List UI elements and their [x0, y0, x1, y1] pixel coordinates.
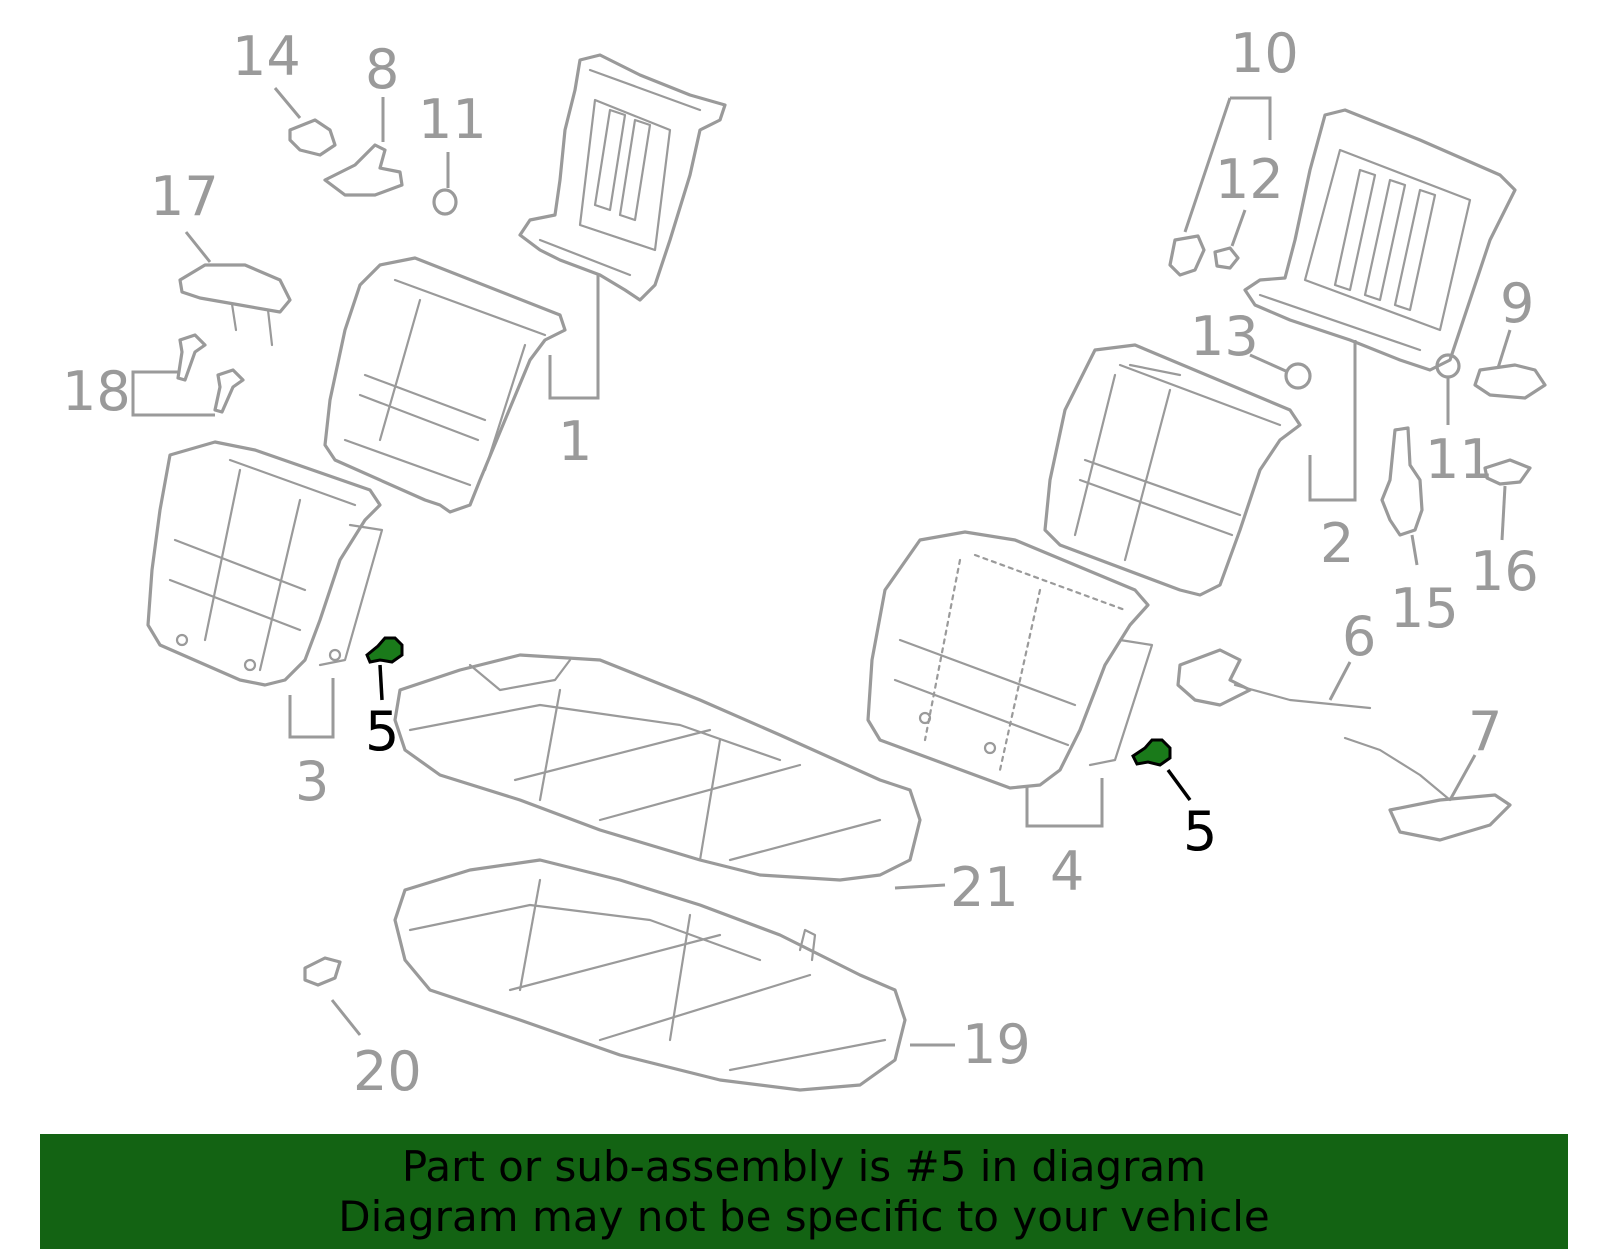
part-15-striker — [1380, 426, 1424, 537]
left-seatback-frame — [518, 53, 727, 302]
callout-1: 1 — [558, 410, 592, 473]
part-12-cap — [1213, 246, 1240, 270]
left-seatback-cover — [323, 256, 567, 514]
part-9-hinge — [1473, 363, 1547, 400]
callout-2: 2 — [1320, 512, 1354, 575]
callout-4: 4 — [1050, 840, 1084, 903]
part-5-clip-right[interactable] — [1131, 738, 1172, 767]
banner-line-disclaimer: Diagram may not be specific to your vehi… — [338, 1192, 1270, 1241]
callout-10: 10 — [1230, 22, 1299, 85]
callout-18: 18 — [62, 360, 131, 423]
callout-20: 20 — [353, 1040, 422, 1103]
part-11-grommet-right — [1435, 353, 1461, 379]
callout-19: 19 — [962, 1013, 1031, 1076]
callout-15: 15 — [1390, 577, 1459, 640]
callout-12: 12 — [1215, 148, 1284, 211]
callout-labels: 1 2 3 4 5 5 6 7 8 9 10 11 11 12 13 14 15… — [62, 22, 1539, 1103]
callout-21: 21 — [950, 856, 1019, 919]
right-seatback-cover — [1043, 343, 1302, 597]
callout-6: 6 — [1342, 605, 1376, 668]
banner-line-part-number: Part or sub-assembly is #5 in diagram — [401, 1142, 1207, 1191]
seat-cushion-pad — [393, 858, 907, 1092]
left-seatback-pad — [146, 440, 384, 687]
callout-11-left: 11 — [418, 88, 487, 151]
right-seatback-frame — [1243, 108, 1517, 372]
part-8-hinge — [323, 143, 404, 197]
callout-3: 3 — [295, 750, 329, 813]
callout-17: 17 — [150, 165, 219, 228]
part-18-guides — [176, 333, 245, 414]
part-10-latch — [1168, 234, 1206, 277]
callout-9: 9 — [1500, 272, 1534, 335]
callout-7: 7 — [1468, 700, 1502, 763]
callout-11-right: 11 — [1425, 428, 1494, 491]
callout-8: 8 — [365, 38, 399, 101]
callout-14: 14 — [232, 25, 301, 88]
right-seatback-pad — [866, 530, 1154, 790]
part-16-bezel — [1483, 458, 1532, 486]
part-5-clip-left[interactable] — [365, 636, 404, 664]
callout-13: 13 — [1190, 305, 1259, 368]
part-17-headrest — [178, 263, 292, 347]
callout-16: 16 — [1470, 540, 1539, 603]
callout-5-right: 5 — [1183, 800, 1217, 863]
callout-5-left: 5 — [365, 700, 399, 763]
leader-lines — [131, 87, 1512, 1047]
part-13-cap — [1284, 362, 1312, 390]
part-14-cap — [288, 118, 337, 157]
seat-cushion-cover — [393, 653, 922, 882]
part-11-grommet-left — [432, 188, 458, 216]
info-banner: Part or sub-assembly is #5 in diagram Di… — [40, 1134, 1568, 1249]
part-20-clip — [303, 956, 342, 987]
part-6-cable — [1176, 648, 1372, 710]
